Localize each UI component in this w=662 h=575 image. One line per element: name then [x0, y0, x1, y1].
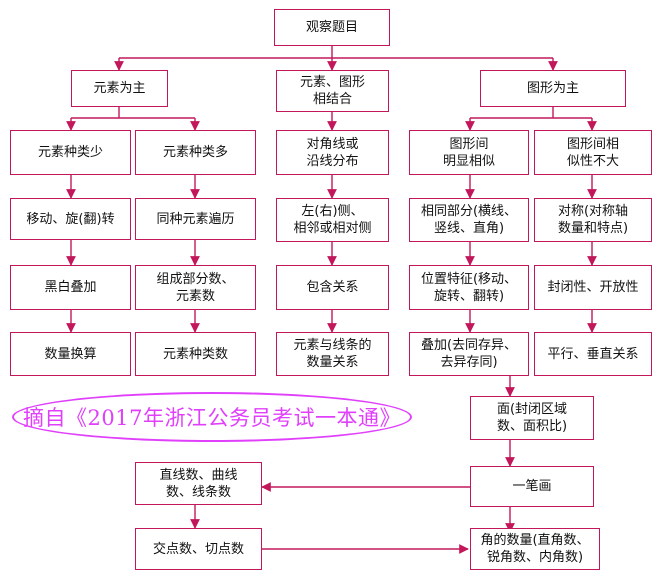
node-face: 面(封闭区域 数、面积比)	[470, 396, 594, 440]
node-closed-open: 封闭性、开放性	[534, 265, 652, 310]
node-intersections: 交点数、切点数	[135, 528, 262, 570]
node-symmetry: 对称(对称轴 数量和特点)	[534, 198, 652, 242]
node-left-right: 左(右)侧、 相邻或相对侧	[276, 198, 389, 242]
node-shapes-main: 图形为主	[480, 70, 626, 107]
node-common-part: 相同部分(横线、 竖线、直角)	[409, 198, 529, 242]
node-traverse: 同种元素遍历	[135, 198, 256, 240]
node-part-count: 组成部分数、 元素数	[135, 265, 256, 310]
node-line-count: 直线数、曲线 数、线条数	[135, 462, 262, 505]
node-elements-main: 元素为主	[71, 70, 168, 107]
node-containment: 包含关系	[276, 265, 389, 310]
node-parallel: 平行、垂直关系	[534, 332, 652, 376]
node-not-similar: 图形间相 似性不大	[534, 130, 652, 175]
source-watermark: 摘自《2017年浙江公务员考试一本通》	[12, 392, 412, 442]
node-bw-overlay: 黑白叠加	[10, 265, 131, 310]
node-position: 位置特征(移动、 旋转、翻转)	[409, 265, 529, 310]
node-few-types: 元素种类少	[10, 130, 131, 175]
node-many-types: 元素种类多	[135, 130, 256, 175]
node-diagonal: 对角线或 沿线分布	[276, 130, 389, 175]
node-elements-shapes: 元素、图形 相结合	[276, 70, 389, 112]
node-one-stroke: 一笔画	[470, 466, 594, 507]
node-overlay: 叠加(去同存异、 去异存同)	[409, 332, 529, 376]
node-type-count: 元素种类数	[135, 332, 256, 376]
node-angles: 角的数量(直角数、 锐角数、内角数)	[470, 528, 600, 570]
node-similar: 图形间 明显相似	[409, 130, 529, 175]
node-count-convert: 数量换算	[10, 332, 131, 376]
node-element-line: 元素与线条的 数量关系	[276, 332, 389, 376]
node-move-rotate: 移动、旋(翻)转	[10, 198, 131, 240]
node-observe-question: 观察题目	[274, 9, 390, 46]
